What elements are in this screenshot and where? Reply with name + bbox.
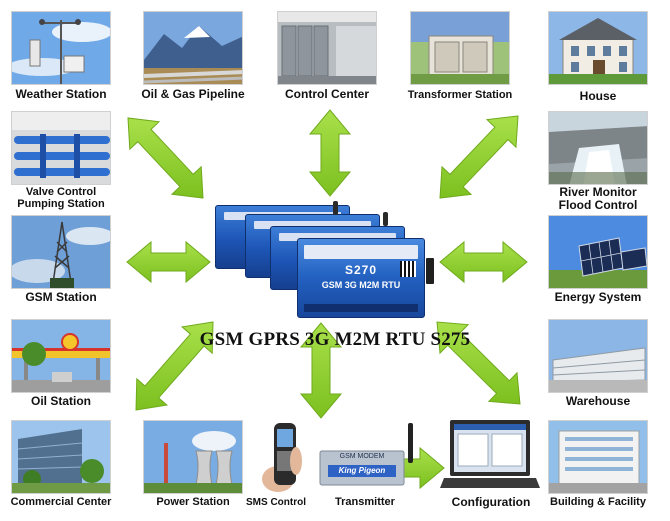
terminal-connector — [426, 258, 434, 284]
weather-station-label: Weather Station — [15, 87, 107, 101]
warehouse-label: Warehouse — [565, 394, 631, 408]
arrow-control-center — [308, 109, 352, 197]
gsm-station-image — [11, 215, 111, 289]
power-station-label: Power Station — [156, 496, 230, 508]
weather-station-image — [11, 11, 111, 85]
commercial-center-label: Commercial Center — [10, 496, 112, 508]
antenna-icon — [383, 212, 388, 226]
transformer-station-label: Transformer Station — [407, 89, 513, 101]
transmitter-model-label: GSM MODEM — [339, 453, 385, 460]
transmitter-label: Transmitter — [335, 496, 395, 508]
qr-code-icon — [400, 261, 416, 277]
rtu-subtitle-label: GSM 3G M2M RTU — [321, 280, 401, 290]
building-facility-label: Building & Facility — [550, 496, 646, 508]
arrow-warehouse-building — [436, 321, 521, 405]
valve-control-label: Valve Control Pumping Station — [17, 186, 105, 210]
river-monitor-image — [548, 111, 648, 185]
antenna-icon — [333, 201, 338, 215]
configuration-laptop-image — [440, 418, 540, 496]
transmitter-image: GSM MODEM King Pigeon — [318, 421, 418, 493]
pipeline-image — [143, 11, 243, 85]
arrow-transformer-river — [439, 115, 519, 199]
rtu-model-label: S270 — [344, 263, 378, 277]
arrow-energy-system — [439, 240, 528, 284]
control-center-label: Control Center — [285, 87, 369, 101]
arrow-oil-commercial — [135, 321, 214, 411]
house-label: House — [579, 89, 617, 103]
warehouse-image — [548, 319, 648, 393]
energy-system-image — [548, 215, 648, 289]
diagram-title: GSM GPRS 3G M2M RTU S275 — [199, 329, 471, 350]
pipeline-label: Oil & Gas Pipeline — [141, 87, 245, 101]
transmitter-brand-label: King Pigeon — [338, 466, 386, 475]
control-center-image — [277, 11, 377, 85]
transformer-station-image — [410, 11, 510, 85]
commercial-center-image — [11, 420, 111, 494]
energy-system-label: Energy System — [554, 290, 642, 304]
sms-control-label: SMS Control — [246, 497, 306, 508]
arrow-weather-valve — [127, 117, 204, 199]
arrow-transmitter — [299, 322, 343, 419]
gsm-station-label: GSM Station — [25, 290, 97, 304]
rtu-device: S270 GSM 3G M2M RTU — [297, 238, 425, 318]
oil-station-image — [11, 319, 111, 393]
oil-station-label: Oil Station — [31, 394, 91, 408]
sms-phone-image — [260, 421, 308, 493]
valve-control-image — [11, 111, 111, 185]
arrow-gsm-station — [126, 240, 211, 284]
power-station-image — [143, 420, 243, 494]
building-image — [548, 420, 648, 494]
house-image — [548, 11, 648, 85]
arrow-to-configuration — [402, 446, 445, 490]
river-monitor-label: River Monitor Flood Control — [558, 185, 638, 212]
configuration-label: Configuration — [451, 495, 531, 509]
